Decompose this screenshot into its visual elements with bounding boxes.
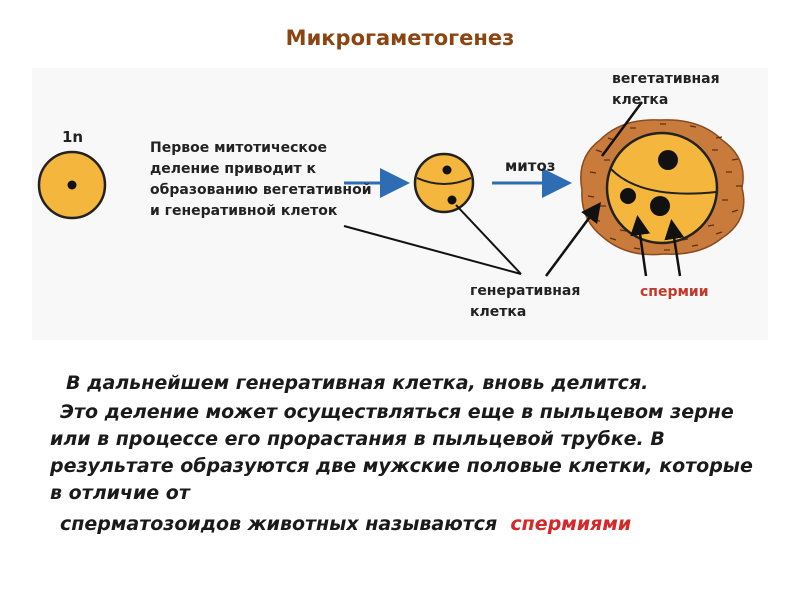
paragraph-2: Это деление может осуществляться еще в п… (50, 399, 770, 538)
sperm-cell-2 (650, 196, 670, 216)
paragraph-2-end: сперматозоидов животных называются сперм… (50, 511, 770, 538)
pointer-sperm-2 (664, 219, 685, 277)
generative-cell-boundary (609, 167, 717, 195)
pointer-generative (544, 201, 601, 277)
sperm-cell-1 (620, 188, 636, 204)
microspore-nucleus (67, 180, 77, 190)
pointer-vegetative (600, 101, 644, 157)
cell-2-nucleus-bottom (447, 195, 457, 205)
mature-pollen-cell (605, 131, 719, 245)
label-sperm: спермии (640, 284, 709, 300)
vegetative-nucleus (658, 150, 678, 170)
explanation-text: В дальнейшем генеративная клетка, вновь … (50, 370, 770, 538)
paragraph-1: В дальнейшем генеративная клетка, вновь … (66, 372, 649, 394)
label-mitosis: митоз (505, 157, 556, 175)
pollen-coat-texture (587, 123, 742, 251)
cell-2-division-line (416, 177, 472, 185)
pointer-sperm-1 (630, 215, 651, 277)
label-1n: 1n (62, 128, 84, 146)
label-first-mitotic-division: Первое митотическое деление приводит к о… (150, 140, 372, 219)
page-title: Микрогаметогенез (285, 26, 515, 50)
paragraph-2-end-text: сперматозоидов животных называются (60, 513, 498, 535)
pointer-from-cell-2 (455, 204, 522, 275)
cell-2-nucleus-top (442, 165, 452, 175)
pointer-description (343, 225, 522, 275)
label-vegetative-cell: вегетативная клетка (612, 71, 720, 108)
highlight-word: спермиями (510, 513, 632, 535)
paragraph-2-body: Это деление может осуществляться еще в п… (50, 401, 753, 504)
label-generative-cell: генеративная клетка (470, 283, 581, 320)
